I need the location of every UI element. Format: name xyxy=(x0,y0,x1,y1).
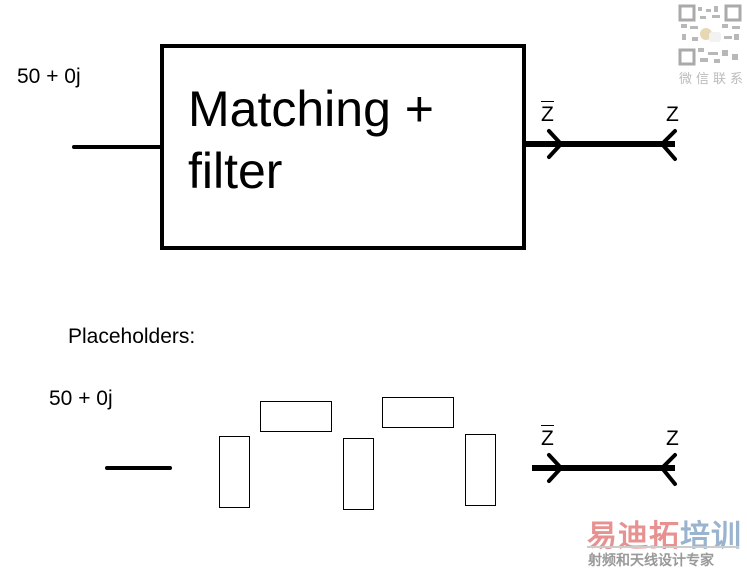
placeholder-shunt-3 xyxy=(465,434,496,506)
matching-filter-block: Matching + filter xyxy=(160,44,526,250)
brand-blue-text: 培训 xyxy=(680,519,742,554)
brand-divider xyxy=(587,546,739,548)
top-conjugate-z-label: Z xyxy=(541,101,554,126)
top-source-impedance-label: 50 + 0j xyxy=(17,65,81,88)
bottom-load-z-label: Z xyxy=(666,427,679,450)
block-label: Matching + filter xyxy=(188,78,434,202)
bottom-arrow-left-icon xyxy=(659,453,677,486)
qr-caption: 微信联系 xyxy=(679,72,747,87)
brand-watermark: 易迪拓培训 xyxy=(587,511,742,555)
bottom-conjugate-z-label: Z xyxy=(541,425,554,450)
top-conjugate-z-text: Z xyxy=(541,103,554,126)
block-label-line1: Matching + xyxy=(188,81,434,137)
brand-red-text: 易迪拓 xyxy=(587,519,680,554)
placeholders-heading: Placeholders: xyxy=(68,325,196,348)
placeholder-series-2 xyxy=(382,397,454,428)
bottom-arrow-right-icon xyxy=(547,453,564,483)
placeholder-shunt-1 xyxy=(219,436,250,508)
qr-code-icon xyxy=(678,4,742,66)
brand-tagline: 射频和天线设计专家 xyxy=(588,553,714,569)
placeholder-series-1 xyxy=(260,401,332,432)
placeholder-shunt-2 xyxy=(343,438,374,510)
block-label-line2: filter xyxy=(188,143,283,199)
top-arrow-right-icon xyxy=(547,129,564,159)
top-load-z-label: Z xyxy=(666,103,679,126)
bottom-source-impedance-label: 50 + 0j xyxy=(49,387,113,410)
bottom-conjugate-z-text: Z xyxy=(541,427,554,450)
top-arrow-left-icon xyxy=(659,129,677,161)
